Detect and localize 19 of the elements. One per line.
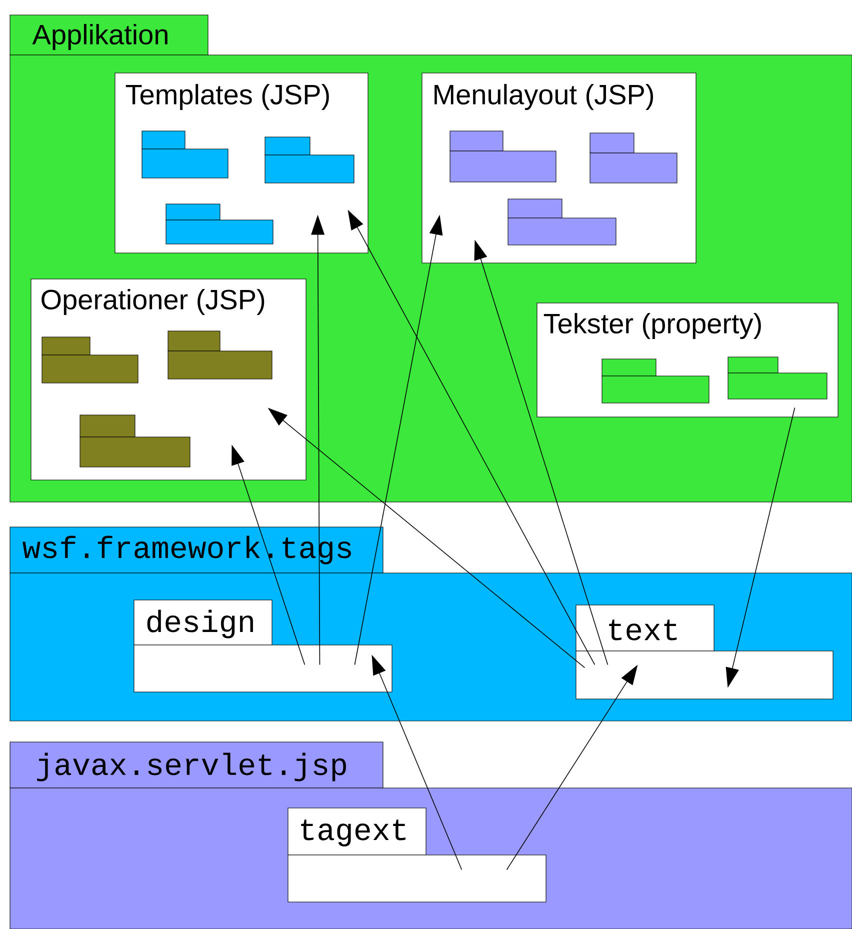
- package-box: design: [134, 600, 392, 692]
- node-label: tagext: [301, 820, 406, 846]
- package-icon: [264, 136, 354, 184]
- package-icon: [508, 198, 616, 246]
- package-icon: [142, 130, 228, 178]
- package-icon: [602, 358, 710, 404]
- package-box: tagext: [288, 808, 546, 902]
- package-icon: [80, 414, 190, 468]
- package-icon: [42, 336, 138, 384]
- package-icon: [450, 130, 556, 182]
- node-label: javax.servlet.jsp: [37, 752, 346, 782]
- package-box: text: [576, 604, 834, 700]
- node-label: Applikation: [32, 24, 168, 50]
- node-label: text: [609, 620, 677, 640]
- node-label: design: [147, 610, 253, 638]
- package-icon: [590, 132, 678, 184]
- package-icon: [166, 204, 274, 244]
- package-icon: [728, 356, 828, 400]
- package-icon: [168, 330, 272, 380]
